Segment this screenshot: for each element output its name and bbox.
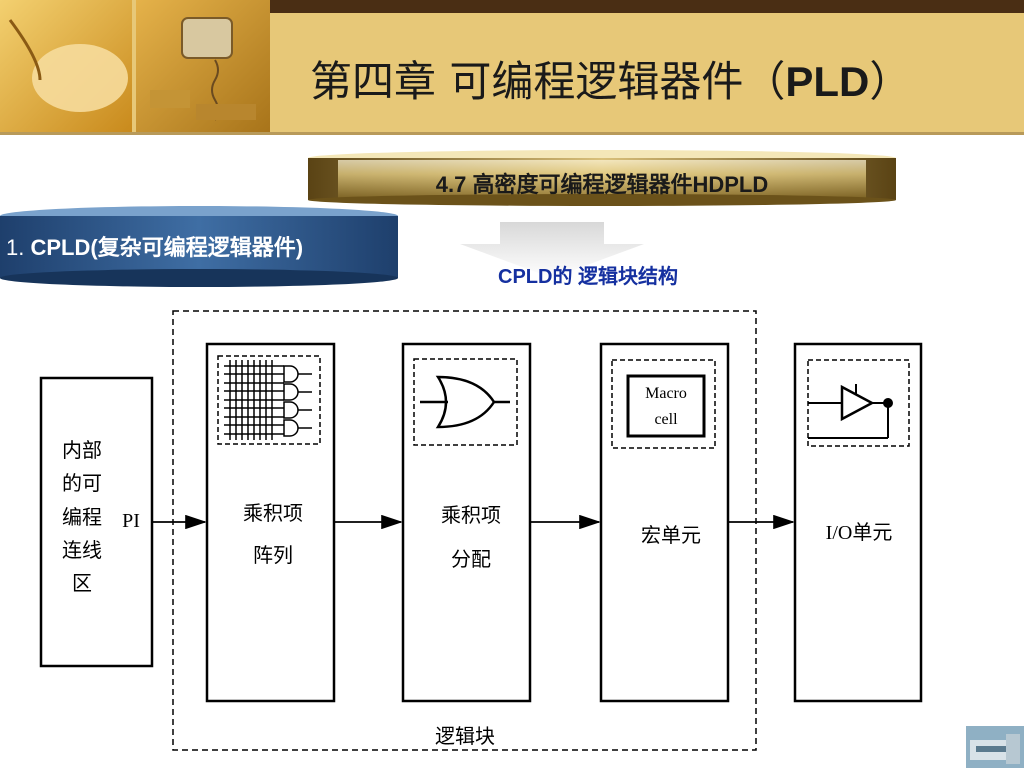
mouse-cable	[8, 19, 42, 81]
slide-title: 第四章 可编程逻辑器件（PLD）	[310, 57, 912, 106]
and-array-grid-icon	[224, 360, 284, 440]
pi-label: PI	[122, 510, 140, 532]
logic-block-label: 逻辑块	[435, 725, 495, 748]
section-banner-shape	[308, 150, 896, 206]
macrocell-label: 宏单元	[641, 524, 701, 547]
io-cell-block	[793, 342, 923, 703]
macrocell-inset-line-2: cell	[654, 411, 678, 428]
macrocell-icon	[626, 374, 706, 438]
macrocell-inset	[611, 359, 716, 449]
section-banner: 4.7 高密度可编程逻辑器件HDPLD	[435, 172, 769, 197]
topic-banner: 1. CPLD(复杂可编程逻辑器件)	[6, 235, 304, 260]
header-divider	[0, 132, 1024, 135]
interconnect-label-line-1: 内部	[62, 439, 102, 462]
tristate-buffer-icon	[808, 384, 893, 439]
and-array-label-line-2: 阵列	[253, 544, 293, 567]
corner-logo-icon	[966, 726, 1024, 768]
interconnect-label-line-3: 编程	[62, 506, 102, 529]
header-photo	[0, 0, 270, 132]
or-gate-icon	[420, 375, 510, 429]
io-cell-label: I/O单元	[826, 521, 893, 544]
term-alloc-inset	[413, 358, 518, 446]
term-alloc-label-line-2: 分配	[451, 548, 491, 571]
topic-banner-shape	[0, 206, 398, 287]
term-alloc-label-line-1: 乘积项	[441, 504, 501, 527]
and-array-label-line-1: 乘积项	[243, 502, 303, 525]
interconnect-label-line-4: 连线	[62, 539, 102, 562]
best-key-icon	[181, 17, 233, 59]
mouse-icon	[32, 44, 128, 112]
interconnect-label-line-5: 区	[72, 573, 92, 595]
macrocell-inset-line-1: Macro	[645, 385, 687, 402]
header-top-bar	[270, 0, 1024, 13]
and-gates-icon	[283, 365, 312, 437]
down-arrow-icon	[460, 222, 644, 278]
interconnect-label-line-2: 的可	[62, 472, 102, 495]
and-array-inset	[217, 355, 321, 445]
logic-block-group	[172, 310, 757, 751]
diagram-subtitle: CPLD的 逻辑块结构	[498, 266, 678, 288]
